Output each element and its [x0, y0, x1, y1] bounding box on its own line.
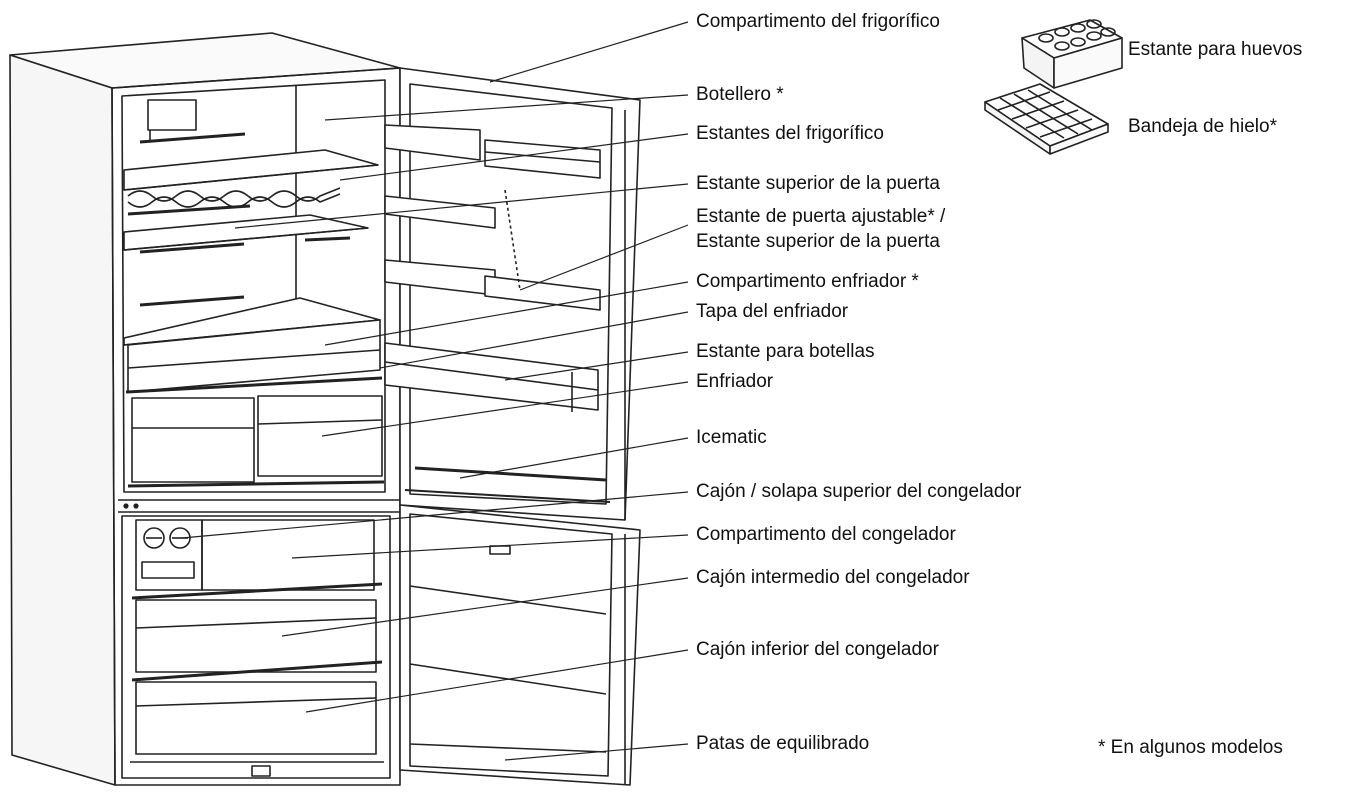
fridge-door	[384, 67, 641, 521]
egg-tray-illustration	[1021, 19, 1123, 89]
label-fridge-compartment: Compartimento del frigorífico	[696, 11, 940, 32]
label-egg-tray: Estante para huevos	[1128, 39, 1303, 60]
leader-lines	[181, 21, 689, 761]
label-ice-tray: Bandeja de hielo*	[1128, 116, 1277, 137]
label-adjustable-door-shelf-line2: Estante superior de la puerta	[696, 231, 940, 252]
label-chiller-cover: Tapa del enfriador	[696, 301, 849, 322]
label-fridge-shelves: Estantes del frigorífico	[696, 123, 884, 144]
label-leveling-feet: Patas de equilibrado	[696, 733, 870, 754]
label-door-shelf-upper: Estante superior de la puerta	[696, 173, 940, 194]
footnote: * En algunos modelos	[1098, 737, 1283, 758]
label-bottle-shelf: Estante para botellas	[696, 341, 875, 362]
label-icematic: Icematic	[696, 427, 767, 448]
label-freezer-compartment: Compartimento del congelador	[696, 524, 956, 545]
label-freezer-top-drawer: Cajón / solapa superior del congelador	[696, 481, 1022, 502]
fridge-shelves	[123, 132, 385, 488]
freezer-door	[399, 489, 641, 786]
ice-tray-illustration	[984, 83, 1109, 155]
label-freezer-middle-drawer: Cajón intermedio del congelador	[696, 567, 970, 588]
label-adjustable-door-shelf: Estante de puerta ajustable* /	[696, 206, 946, 227]
cabinet	[9, 32, 401, 786]
label-chiller: Enfriador	[696, 371, 774, 392]
label-chiller-compartment: Compartimento enfriador *	[696, 271, 919, 292]
label-wine-rack: Botellero *	[696, 84, 784, 105]
freezer-section	[118, 499, 400, 779]
label-freezer-bottom-drawer: Cajón inferior del congelador	[696, 639, 939, 660]
